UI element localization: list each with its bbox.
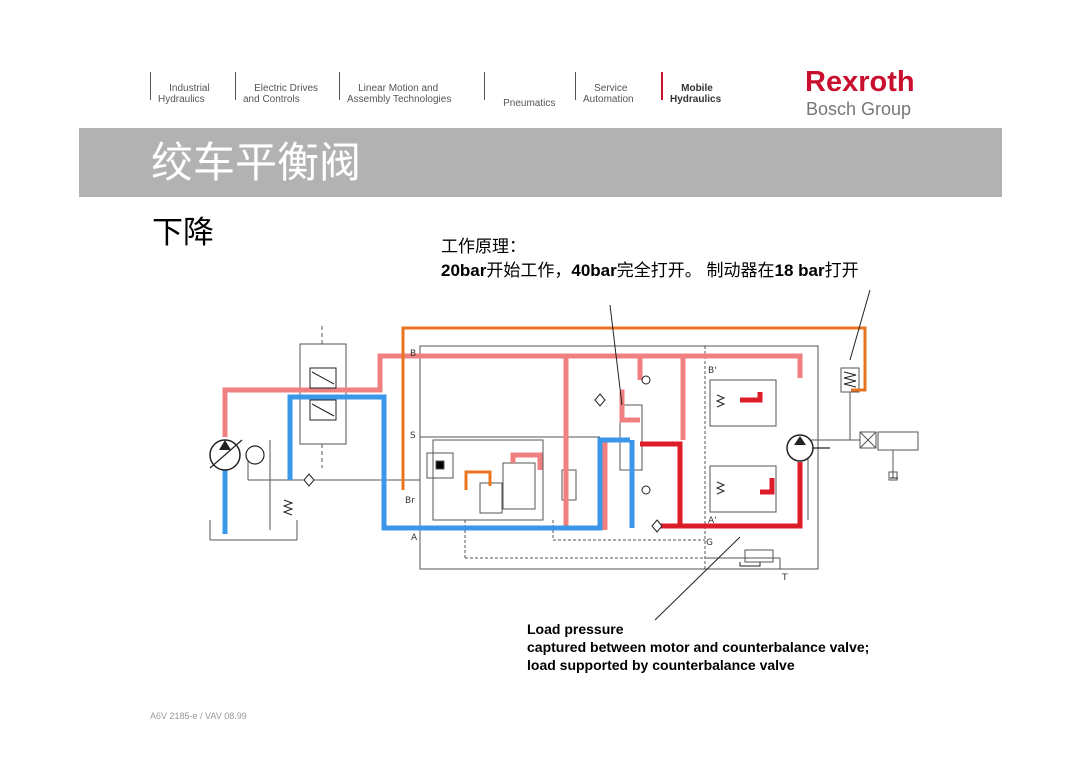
nav-line2: Hydraulics bbox=[158, 94, 205, 105]
pressure-brake: 18 bar bbox=[774, 261, 825, 280]
title-banner: 绞车平衡阀 bbox=[79, 128, 1002, 197]
counterbalance-valve-b bbox=[709, 379, 777, 427]
valve-block-outline bbox=[419, 345, 819, 570]
port-s-label: S bbox=[410, 431, 416, 441]
bosch-group-logo: Bosch Group bbox=[806, 99, 912, 119]
pressure-full-open: 40bar bbox=[571, 261, 617, 280]
brake-release-valve bbox=[502, 462, 536, 510]
nav-line1: Linear Motion and bbox=[358, 83, 439, 94]
port-g-label: G bbox=[706, 538, 713, 548]
brake-cylinder-box bbox=[859, 431, 877, 449]
port-b-label: B bbox=[410, 349, 416, 359]
check-valve-icon bbox=[303, 375, 663, 533]
port-a-prime-label: A' bbox=[708, 516, 717, 526]
section-subtitle: 下降 bbox=[152, 215, 214, 251]
blue-return-line bbox=[222, 394, 635, 534]
orange-pilot-line bbox=[401, 326, 867, 490]
port-a-label: A bbox=[411, 533, 418, 543]
principle-part2: 完全打开。 制动器在 bbox=[616, 261, 775, 280]
pressure-start: 20bar bbox=[441, 261, 487, 280]
nav-pneumatics[interactable]: Pneumatics bbox=[484, 72, 555, 109]
nav-line1: Service bbox=[594, 83, 628, 94]
rexroth-logo: Rexroth bbox=[805, 66, 915, 98]
nav-line1: Mobile bbox=[681, 83, 713, 94]
nav-line1: Industrial bbox=[169, 83, 210, 94]
principle-text: 20bar开始工作，40bar完全打开。 制动器在18 bar打开 bbox=[441, 260, 859, 282]
nav-line2: Assembly Technologies bbox=[347, 94, 452, 105]
principle-part1: 开始工作， bbox=[486, 261, 572, 280]
pump-icon bbox=[209, 439, 265, 471]
spring-icon bbox=[282, 371, 857, 516]
counterbalance-valve-a bbox=[709, 465, 777, 513]
schematic-lines bbox=[209, 326, 919, 570]
tank-icon bbox=[739, 477, 898, 567]
principle-heading: 工作原理： bbox=[441, 237, 526, 256]
port-br-label: Br bbox=[405, 496, 415, 506]
directional-valve-housing bbox=[299, 343, 347, 445]
brake-valve-housing bbox=[432, 439, 544, 521]
callout-pointers bbox=[609, 289, 871, 621]
principle-part3: 打开 bbox=[824, 261, 859, 280]
port-t-label: T bbox=[781, 573, 788, 583]
nav-line2: Hydraulics bbox=[670, 94, 722, 105]
page-title: 绞车平衡阀 bbox=[151, 138, 362, 187]
hydraulic-motor-icon bbox=[786, 434, 830, 462]
port-b-prime-label: B' bbox=[708, 366, 717, 376]
load-pressure-line3: load supported by counterbalance valve bbox=[527, 657, 795, 673]
pink-pressure-line bbox=[222, 353, 803, 530]
nav-line1: Electric Drives bbox=[254, 83, 319, 94]
load-pressure-line2: captured between motor and counterbalanc… bbox=[527, 639, 870, 655]
nav-line2: Pneumatics bbox=[503, 98, 556, 109]
load-pressure-title: Load pressure bbox=[527, 621, 624, 637]
footer-reference: A6V 2185-e / VAV 08.99 bbox=[150, 711, 247, 721]
directional-valve-spool bbox=[309, 367, 337, 421]
nav-line2: Automation bbox=[583, 94, 634, 105]
nav-line2: and Controls bbox=[243, 94, 300, 105]
